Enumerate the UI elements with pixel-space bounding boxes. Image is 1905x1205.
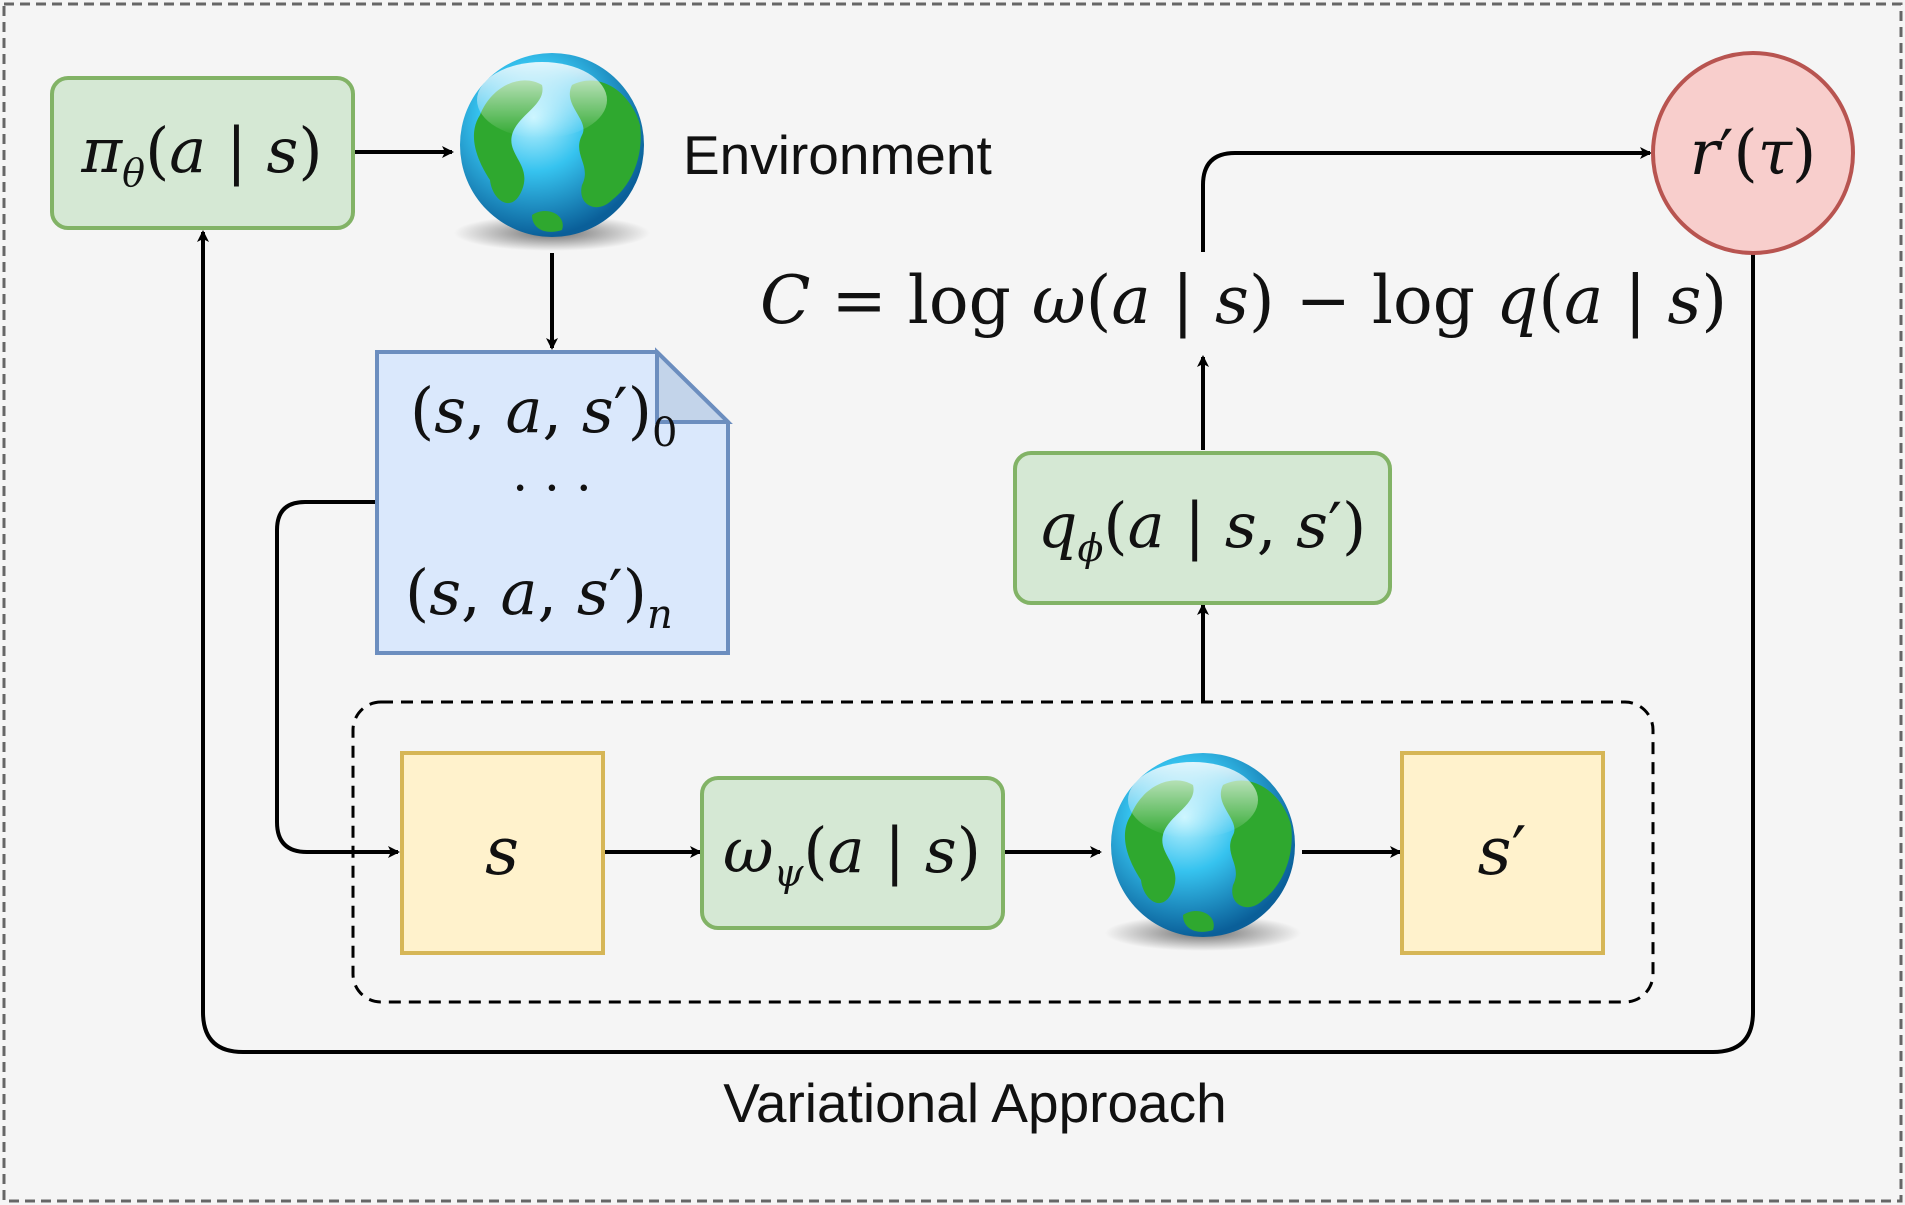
forward-model-label: ωψ(a | s) bbox=[723, 814, 981, 895]
arrow-objective-to-reward bbox=[1201, 147, 1652, 252]
replay-buffer-node: (s, a, s′)0 · · · (s, a, s′)n bbox=[375, 347, 733, 655]
connectors bbox=[197, 146, 1755, 1054]
next-state-label: s′ bbox=[1478, 813, 1527, 890]
objective-equation: C = log ω(a | s) − log q(a | s) bbox=[760, 262, 1727, 339]
reward-node: r′(τ) bbox=[1651, 51, 1855, 255]
policy-label: πθ(a | s) bbox=[80, 114, 322, 195]
buffer-last-entry: (s, a, s′)n bbox=[405, 556, 673, 638]
buffer-first-entry: (s, a, s′)0 bbox=[410, 374, 677, 456]
policy-node: πθ(a | s) bbox=[50, 76, 355, 230]
globe-icon bbox=[1105, 753, 1301, 951]
next-state-node: s′ bbox=[1400, 751, 1605, 955]
arrow-buffer-to-state bbox=[275, 500, 400, 858]
reward-label: r′(τ) bbox=[1690, 116, 1816, 189]
buffer-dots: · · · bbox=[512, 459, 591, 517]
state-label: s bbox=[485, 813, 519, 890]
environment-label: Environment bbox=[683, 124, 992, 186]
state-node: s bbox=[400, 751, 605, 955]
globe-icon bbox=[454, 53, 650, 251]
inverse-model-node: qϕ(a | s, s′) bbox=[1013, 451, 1392, 605]
inverse-model-label: qϕ(a | s, s′) bbox=[1038, 489, 1366, 570]
forward-model-node: ωψ(a | s) bbox=[700, 776, 1005, 930]
variational-approach-label: Variational Approach bbox=[723, 1072, 1227, 1134]
arrow-reward-to-policy bbox=[197, 230, 1755, 1054]
